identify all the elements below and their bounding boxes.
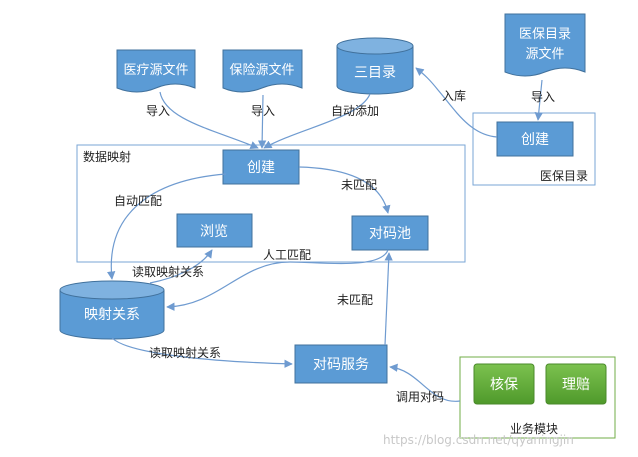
arrow-create-to-mapping — [107, 173, 227, 280]
arrow-medical-to-create — [159, 91, 259, 149]
label-auto-match: 自动匹配 — [114, 194, 162, 208]
catalog-frame — [472, 112, 596, 186]
catalog-frame-title: 医保目录 — [540, 169, 588, 183]
catalog-source-document — [504, 13, 586, 77]
label-manual-match: 人工匹配 — [263, 248, 311, 262]
arrow-business-to-match-service — [389, 363, 461, 402]
browse-label: 浏览 — [200, 224, 228, 240]
three-catalog-database — [336, 37, 414, 95]
label-into-store: 入库 — [442, 88, 466, 103]
arrow-mapping-to-match-service — [111, 337, 293, 368]
arrow-catalog-source-to-create-catalog — [534, 79, 543, 121]
arrow-create-to-match-pool — [298, 166, 391, 214]
arrow-catalog-to-create — [263, 93, 371, 149]
create-main-box — [222, 149, 300, 185]
hebao-box — [473, 363, 535, 405]
create-catalog-box — [496, 121, 574, 157]
mapping-database-label: 映射关系 — [84, 307, 140, 323]
catalog-source-label-line1: 医保目录 — [519, 27, 571, 42]
create-catalog-label: 创建 — [521, 132, 549, 148]
lipei-box — [545, 363, 607, 405]
watermark: https://blog.csdn.net/qyaningjin — [383, 433, 574, 447]
match-service-box — [294, 344, 388, 384]
insurance-source-document — [222, 49, 303, 93]
arrow-insurance-to-create — [257, 94, 267, 149]
three-catalog-label: 三目录 — [354, 65, 396, 81]
label-call-match: 调用对码 — [396, 390, 444, 404]
label-import-medical: 导入 — [146, 104, 170, 118]
label-read-mapping-2: 读取映射关系 — [149, 345, 221, 360]
lipei-label: 理赔 — [562, 377, 590, 393]
insurance-source-label: 保险源文件 — [229, 63, 294, 78]
mapping-database — [59, 280, 165, 340]
browse-box — [176, 213, 253, 248]
label-import-catalog: 导入 — [531, 90, 555, 104]
label-auto-add: 自动添加 — [331, 104, 379, 118]
medical-source-label: 医疗源文件 — [123, 63, 188, 78]
medical-source-document — [116, 49, 196, 93]
label-import-insurance: 导入 — [251, 104, 275, 118]
match-pool-box — [351, 215, 429, 251]
label-unmatched-1: 未匹配 — [341, 178, 377, 192]
match-pool-label: 对码池 — [369, 226, 411, 242]
create-main-label: 创建 — [247, 160, 275, 176]
arrow-match-pool-to-mapping — [166, 249, 389, 311]
catalog-source-label-line2: 源文件 — [525, 47, 564, 62]
label-unmatched-2: 未匹配 — [337, 293, 373, 307]
business-module-frame-title: 业务模块 — [510, 421, 558, 436]
hebao-label: 核保 — [490, 377, 518, 393]
arrow-match-service-to-match-pool — [384, 252, 393, 346]
arrow-create-catalog-to-three-catalog — [415, 67, 498, 138]
label-read-mapping-1: 读取映射关系 — [132, 264, 204, 279]
arrow-mapping-browse — [149, 249, 213, 284]
match-service-label: 对码服务 — [313, 357, 369, 373]
business-module-frame — [459, 356, 616, 439]
data-mapping-frame-title: 数据映射 — [83, 149, 131, 164]
